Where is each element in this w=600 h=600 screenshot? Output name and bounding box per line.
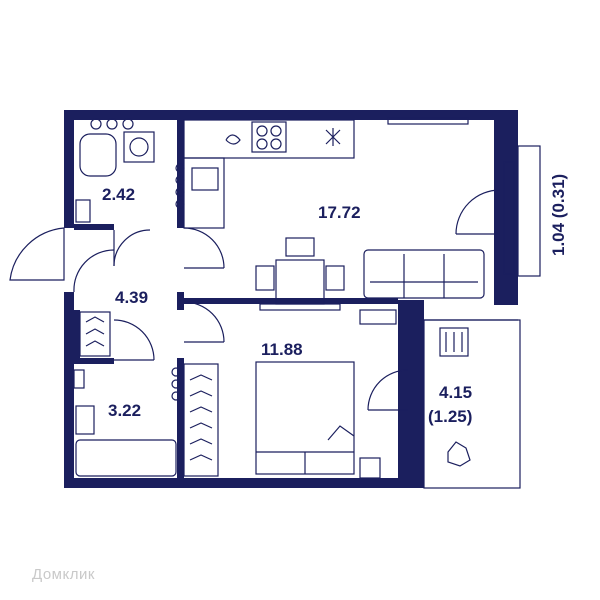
hall-wardrobe <box>79 311 111 357</box>
kitchen-sink-icon <box>191 167 219 191</box>
balcony-furniture <box>439 327 471 467</box>
faucet-icon <box>225 134 241 145</box>
plant-icon <box>447 441 471 467</box>
side-balcony <box>503 145 541 277</box>
bathtub-icon <box>75 439 177 477</box>
bathroom-fixtures <box>73 369 177 477</box>
balcony-area: 4.15 <box>439 383 472 402</box>
wardrobe-icon <box>183 363 219 477</box>
kitchen-living-area: 17.72 <box>318 203 361 222</box>
toilet-fixtures <box>75 118 155 223</box>
balcony-area-reduced: (1.25) <box>428 407 472 426</box>
interior-walls <box>74 120 398 478</box>
hall-area: 4.39 <box>115 288 148 307</box>
watermark-logo: Домклик <box>32 566 95 583</box>
chair-icon <box>439 327 469 357</box>
kitchen-fixtures <box>175 117 469 229</box>
toilet-bowl-icon <box>79 133 117 177</box>
bathroom-sink-icon <box>75 405 95 435</box>
radiator-icon <box>359 309 397 325</box>
exterior-walls <box>64 110 518 488</box>
sofa-icon <box>363 249 485 299</box>
sink-icon <box>75 199 91 223</box>
fridge-snowflake-icon <box>325 128 341 146</box>
side-balcony-area: 1.04 (0.31) <box>549 174 568 256</box>
washing-machine-icon <box>123 131 155 163</box>
bedroom-furniture <box>171 303 397 479</box>
bedroom-area: 11.88 <box>261 340 303 359</box>
toilet-area: 2.42 <box>102 185 135 204</box>
dining-table-icon <box>255 237 345 305</box>
stove-icon <box>251 121 287 153</box>
doors <box>9 189 501 411</box>
bathroom-area: 3.22 <box>108 401 141 420</box>
bedroom-balcony <box>423 319 521 489</box>
